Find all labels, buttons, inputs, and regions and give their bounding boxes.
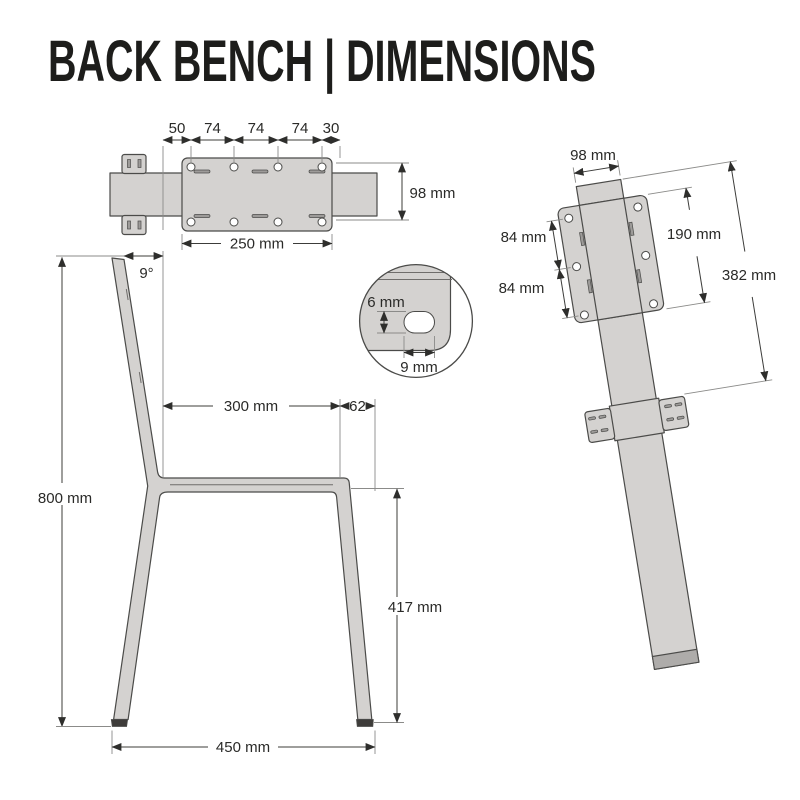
bolt-hole [229, 217, 239, 227]
bolt-hole [649, 299, 659, 309]
clamp-slot [600, 428, 609, 433]
bolt-hole [579, 310, 589, 320]
dimension-line [573, 163, 620, 176]
flange-slot [628, 221, 635, 236]
clamp-slot [598, 414, 607, 419]
flange-slot [586, 279, 593, 294]
back-view-rotated [546, 160, 773, 670]
plate-tab-slot [308, 214, 326, 218]
clamp-slot [666, 417, 675, 422]
bolt-hole [186, 217, 196, 227]
dimension-line [727, 161, 746, 252]
clamp-slot [664, 404, 672, 409]
dim-label-800mm: 800 mm [38, 490, 92, 507]
dim-label-450mm: 450 mm [216, 739, 270, 756]
clamp-tab [584, 407, 616, 443]
side-view: 9° 800 mm 300 mm 62 417 mm [38, 251, 442, 756]
page-title: BACK BENCH | DIMENSIONS [48, 29, 596, 94]
clamp-tab [658, 395, 690, 432]
dim-label-74: 74 [248, 120, 265, 137]
plate-tab-slot [251, 214, 269, 218]
dimension-line [683, 187, 692, 210]
post-slot-mark [138, 371, 142, 384]
bolt-hole [186, 162, 196, 172]
bolt-hole [317, 217, 327, 227]
slot-hole [403, 311, 435, 334]
foot-pad [110, 719, 129, 727]
extension-line [622, 160, 737, 180]
clamp-slot [588, 416, 596, 421]
clamp-tab [121, 214, 147, 236]
dim-label-98mm: 98 mm [570, 147, 616, 164]
dim-label-382mm: 382 mm [722, 267, 776, 284]
dimension-line [556, 268, 570, 319]
dim-label-62: 62 [349, 398, 366, 415]
clamp-slot [137, 159, 142, 168]
plate-tab-slot [193, 169, 211, 174]
clamp-slot [127, 220, 131, 230]
bolt-hole [633, 202, 643, 212]
bolt-hole [273, 162, 283, 172]
bolt-hole [572, 262, 582, 272]
extension-line [647, 186, 692, 195]
flange-slot [579, 231, 585, 246]
bolt-hole [273, 217, 283, 227]
dim-label-98mm: 98 mm [410, 185, 456, 202]
mounting-plate [181, 157, 333, 232]
dimension-line [549, 220, 562, 271]
clamp-slot [137, 220, 142, 230]
extension-line [617, 160, 621, 176]
clamp-slot [127, 159, 131, 168]
dim-label-50: 50 [169, 120, 186, 137]
detail-view: 6 mm 9 mm [358, 263, 474, 379]
dimension-line [751, 296, 769, 382]
plate-tab-slot [193, 214, 211, 218]
detail-dimensions: 6 mm 9 mm [367, 294, 438, 376]
dim-label-300mm: 300 mm [224, 398, 278, 415]
side-view-dimensions: 9° 800 mm 300 mm 62 417 mm [38, 251, 442, 756]
dim-label-9deg: 9° [139, 265, 153, 282]
clamp-tab [121, 153, 147, 175]
bolt-hole [564, 213, 574, 223]
dim-label-6mm: 6 mm [367, 294, 405, 311]
bolt-hole [641, 250, 651, 260]
foot-pad [356, 719, 374, 727]
dim-label-30: 30 [323, 120, 340, 137]
flange-slot [636, 269, 643, 284]
top-view: 50 74 74 74 30 98 mm 250 mm [109, 120, 456, 253]
dim-label-74: 74 [204, 120, 221, 137]
clamp-slot [590, 429, 599, 434]
top-view-dimensions: 50 74 74 74 30 98 mm 250 mm [162, 120, 456, 253]
extension-line [572, 167, 577, 183]
clamp-slot [676, 415, 685, 420]
dim-label-9mm: 9 mm [400, 359, 438, 376]
dim-label-417mm: 417 mm [388, 599, 442, 616]
dim-label-84mm: 84 mm [501, 229, 547, 246]
post-end-cap [651, 648, 700, 670]
chair-profile [111, 257, 373, 721]
detail-circle-outline [358, 263, 474, 379]
extension-line [666, 301, 711, 310]
dimension-line [696, 256, 707, 304]
post-slot-mark [125, 288, 129, 301]
plate-tab-slot [251, 169, 269, 174]
bolt-hole [229, 162, 239, 172]
dim-label-84mm: 84 mm [499, 280, 545, 297]
dim-label-250mm: 250 mm [230, 236, 284, 253]
extension-line [684, 379, 773, 395]
bolt-hole [317, 162, 327, 172]
plate-over-post [578, 197, 643, 321]
rail-clamp-band [608, 397, 665, 442]
back-view: 98 mm 84 mm 84 mm 190 mm 382 mm [499, 147, 776, 670]
dim-label-190mm: 190 mm [667, 226, 721, 243]
clamp-slot [674, 402, 683, 407]
dim-label-74: 74 [292, 120, 309, 137]
